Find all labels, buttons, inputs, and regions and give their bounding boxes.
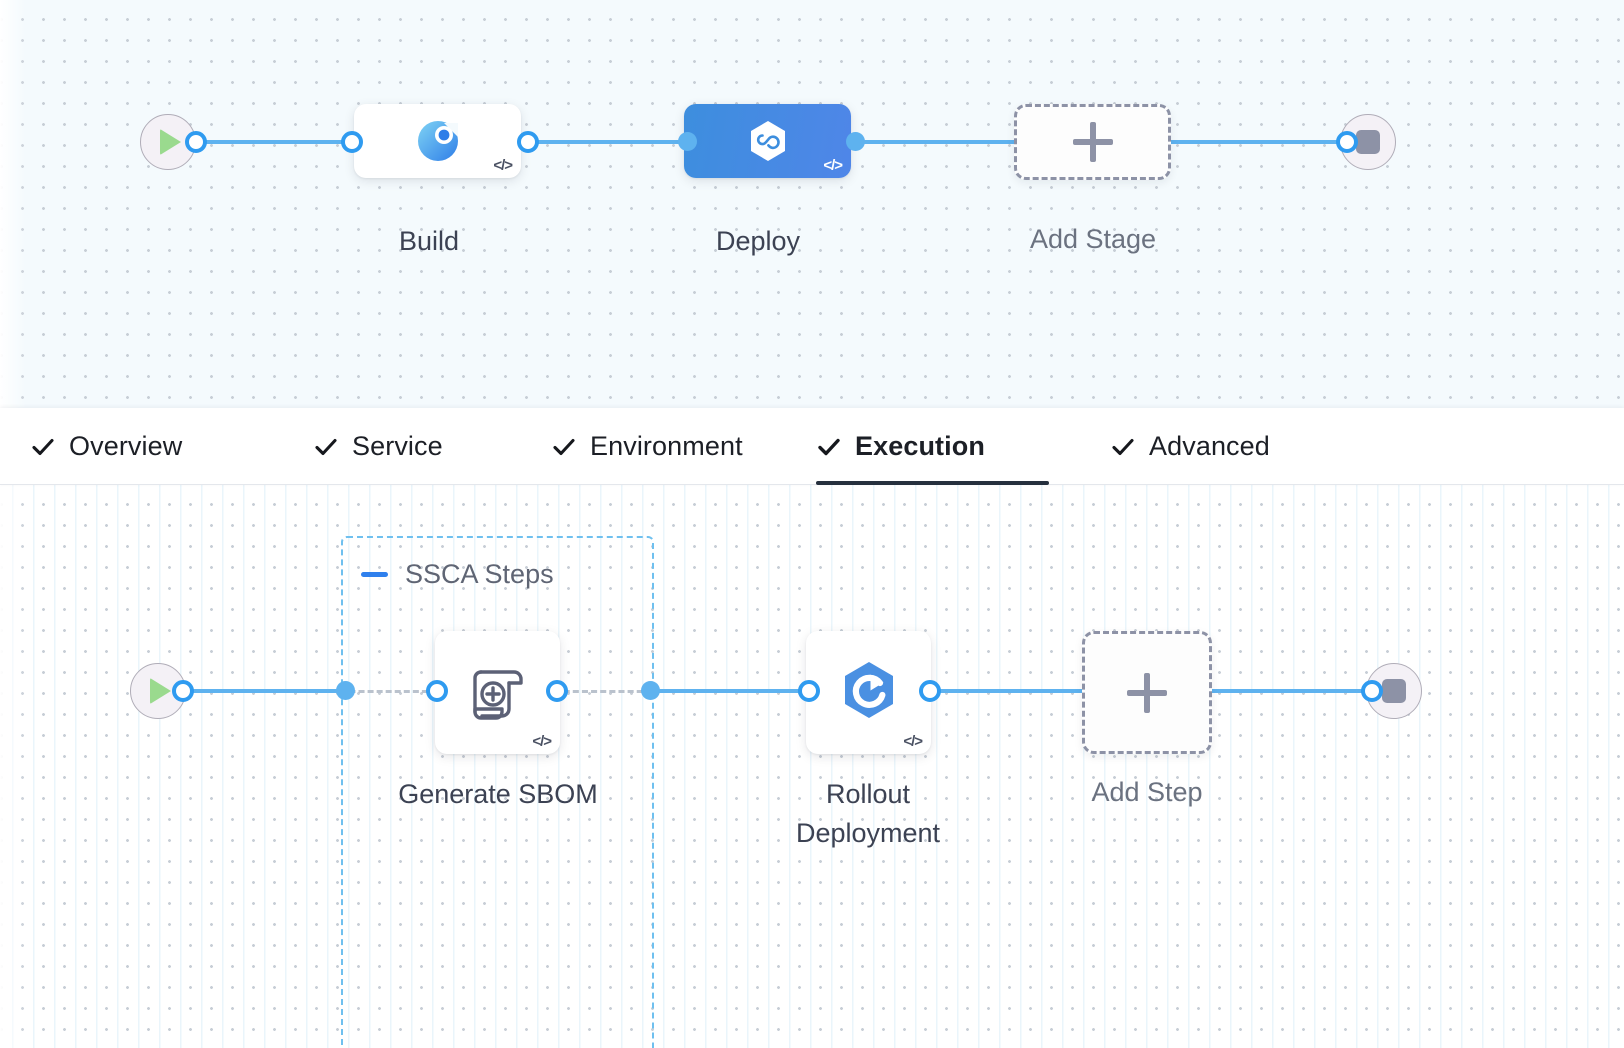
step-port-sbom-out[interactable] [546, 680, 568, 702]
tab-environment[interactable]: Environment [551, 408, 771, 485]
step-node-generate-sbom[interactable]: </> [435, 631, 560, 754]
add-step-button[interactable] [1082, 631, 1212, 754]
stage-connector-start-build [190, 140, 360, 144]
add-stage-label: Add Stage [1029, 224, 1157, 254]
check-icon [1110, 434, 1136, 460]
stage-port-deploy-in[interactable] [678, 132, 697, 151]
stage-port-deploy-out[interactable] [846, 132, 865, 151]
canvas-left-fade [0, 485, 26, 1048]
step-connector-group-rollout [649, 689, 821, 693]
step-connector-rollout-addstep [925, 689, 1090, 693]
check-icon [551, 434, 577, 460]
step-port-group-exit[interactable] [641, 681, 660, 700]
stage-port-start-out[interactable] [185, 131, 207, 153]
stage-connector-build-deploy [520, 140, 692, 144]
add-stage-button[interactable] [1014, 104, 1171, 180]
tab-service[interactable]: Service [313, 408, 463, 485]
stage-connector-addstage-end [1168, 140, 1360, 144]
step-label-generate-sbom: Generate SBOM [398, 779, 598, 809]
step-group-ssca[interactable] [341, 536, 654, 1048]
step-connector-addstep-end [1205, 689, 1383, 693]
step-connector-group-in-dashed [348, 690, 438, 693]
stage-graph-canvas[interactable]: </> Build </> Deploy Add Stage [0, 0, 1624, 408]
tab-overview[interactable]: Overview [30, 408, 215, 485]
plus-icon [1127, 672, 1167, 713]
stage-config-tabs: Overview Service Environment Execution [0, 408, 1624, 485]
rollout-hexagon-icon [844, 661, 893, 718]
step-connector-start-group [178, 689, 350, 693]
tab-environment-label: Environment [590, 431, 743, 461]
sbom-code-badge[interactable]: </> [532, 733, 552, 750]
rollout-code-badge[interactable]: </> [903, 733, 923, 750]
plus-icon [1072, 122, 1113, 162]
stage-connector-deploy-addstage [845, 140, 1025, 144]
step-port-start-out[interactable] [172, 680, 194, 702]
execution-graph-canvas[interactable]: SSCA Steps [0, 485, 1624, 1048]
tab-advanced-label: Advanced [1149, 431, 1270, 461]
stage-label-build: Build [398, 226, 460, 256]
tab-service-label: Service [352, 431, 443, 461]
stage-port-build-out[interactable] [517, 131, 539, 153]
play-icon [150, 678, 171, 704]
minus-icon[interactable] [361, 572, 388, 577]
stop-icon [1382, 679, 1406, 703]
play-icon [160, 129, 181, 155]
step-node-rollout-deployment[interactable]: </> [806, 631, 931, 754]
tab-execution[interactable]: Execution [816, 408, 1049, 485]
add-step-label: Add Step [1091, 777, 1203, 807]
step-label-rollout-deployment: Rollout Deployment [795, 779, 941, 849]
pipeline-end-node[interactable] [1340, 114, 1396, 170]
step-group-header[interactable]: SSCA Steps [361, 559, 554, 590]
stage-port-build-in[interactable] [341, 131, 363, 153]
scroll-plus-icon [472, 669, 523, 720]
check-icon [30, 434, 56, 460]
check-icon [816, 434, 842, 460]
step-port-sbom-in[interactable] [426, 680, 448, 702]
tab-advanced[interactable]: Advanced [1110, 408, 1325, 485]
build-code-badge[interactable]: </> [493, 157, 513, 174]
cd-hexagon-icon [750, 121, 785, 161]
step-port-rollout-out[interactable] [919, 680, 941, 702]
deploy-code-badge[interactable]: </> [823, 157, 843, 174]
tab-execution-label: Execution [855, 431, 985, 461]
build-target-icon [417, 121, 458, 161]
stage-node-deploy[interactable]: </> [684, 104, 851, 178]
stage-node-build[interactable]: </> [354, 104, 521, 178]
canvas-left-fade [0, 0, 26, 408]
step-port-group-entry[interactable] [336, 681, 355, 700]
tab-active-indicator [816, 481, 1049, 485]
step-port-end-in[interactable] [1361, 680, 1383, 702]
stage-port-end-in[interactable] [1336, 131, 1358, 153]
step-connector-group-out-dashed [553, 690, 653, 693]
step-group-title: SSCA Steps [405, 559, 554, 589]
check-icon [313, 434, 339, 460]
step-port-rollout-in[interactable] [798, 680, 820, 702]
stop-icon [1356, 130, 1380, 154]
stage-label-deploy: Deploy [715, 226, 801, 256]
tab-overview-label: Overview [69, 431, 183, 461]
